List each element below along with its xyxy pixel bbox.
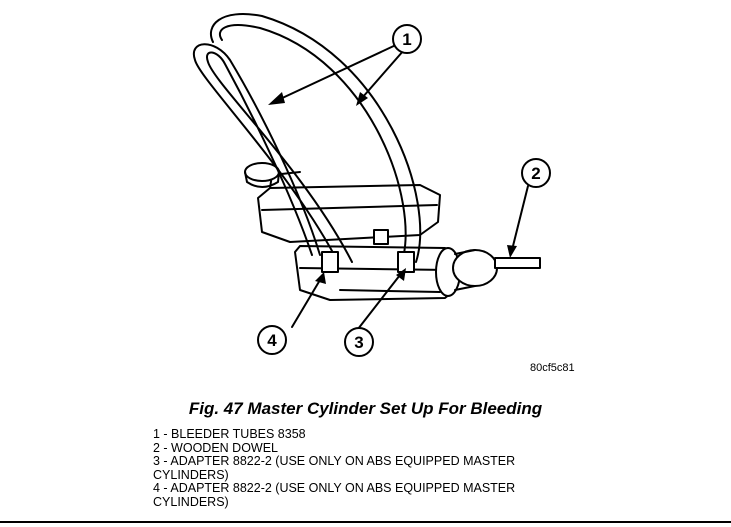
legend-item-1: 1 - BLEEDER TUBES 8358 [153, 427, 306, 441]
wooden-dowel [494, 257, 541, 269]
legend-item-3: 3 - ADAPTER 8822-2 (USE ONLY ON ABS EQUI… [153, 454, 516, 482]
callout-3: 3 [344, 327, 374, 357]
reservoir-cap [244, 162, 280, 188]
callout-3-label: 3 [354, 333, 363, 352]
arrowheads [268, 92, 517, 284]
callout-4-label: 4 [267, 331, 277, 350]
bottom-divider [0, 521, 731, 523]
callout-4: 4 [257, 325, 287, 355]
fluid-reservoir [257, 171, 441, 243]
callout-2-label: 2 [531, 164, 540, 183]
legend-list: 1 - BLEEDER TUBES 8358 2 - WOODEN DOWEL … [153, 427, 593, 509]
callout-1-label: 1 [402, 30, 411, 49]
bleeder-tubes [192, 13, 422, 263]
figure-reference-code: 80cf5c81 [530, 362, 575, 374]
callout-2: 2 [521, 158, 551, 188]
figure-caption: Fig. 47 Master Cylinder Set Up For Bleed… [188, 399, 543, 418]
adapter-fittings [321, 229, 415, 273]
leader-lines [277, 43, 529, 330]
legend-item-2: 2 - WOODEN DOWEL [153, 440, 279, 455]
legend-item-4: 4 - ADAPTER 8822-2 (USE ONLY ON ABS EQUI… [153, 481, 516, 509]
master-cylinder-diagram: 1 2 3 4 [192, 13, 551, 357]
callout-1: 1 [392, 24, 422, 54]
